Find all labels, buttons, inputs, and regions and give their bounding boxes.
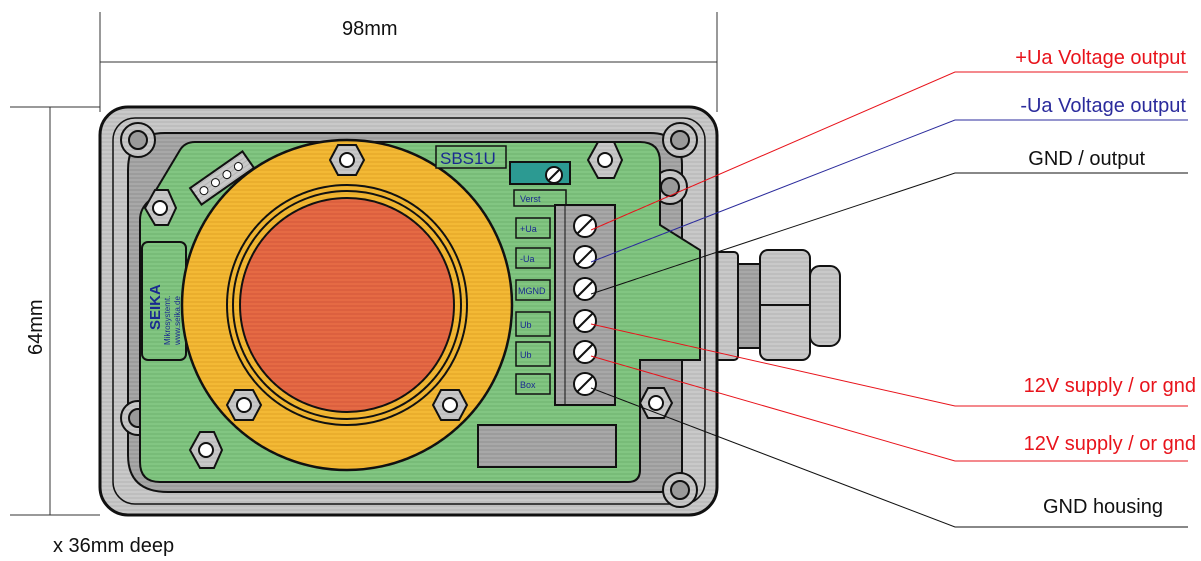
callout-ua-plus: +Ua Voltage output: [1015, 47, 1186, 69]
board-screw-top-right: [586, 141, 624, 179]
terminal-label-ub-1: Ub: [520, 320, 532, 330]
callout-ua-minus: -Ua Voltage output: [1020, 95, 1186, 117]
terminal-label-box: Box: [520, 380, 536, 390]
trim-label-box: [513, 189, 567, 207]
terminal-label-mgnd: MGND: [518, 286, 546, 296]
bottom-component: [477, 424, 617, 468]
board-screw-bottom-left: [188, 431, 224, 469]
board-screw-bottom-right: [638, 387, 674, 419]
terminal-label-ub-2: Ub: [520, 350, 532, 360]
corner-screw-top-right: [662, 122, 698, 158]
depth-label: x 36mm deep: [53, 535, 174, 557]
pin-header: [188, 150, 256, 206]
callout-gnd-output: GND / output: [1028, 148, 1145, 170]
callout-supply-2: 12V supply / or gnd: [1024, 433, 1196, 455]
brand-plate: SEIKA Mikrosystemt. www.seika.de: [141, 241, 187, 361]
height-dimension-label: 64mm: [25, 299, 47, 355]
terminal-screws: [573, 214, 597, 396]
terminal-labels: +Ua -Ua MGND Ub Ub Box: [515, 217, 551, 395]
brand-line-2: www.seika.de: [173, 296, 182, 346]
cable-gland: [702, 249, 841, 361]
callout-gnd-housing: GND housing: [1043, 496, 1163, 518]
brand-name: SEIKA: [147, 284, 164, 330]
corner-screw-top-left: [120, 122, 156, 158]
terminal-label-ua-minus: -Ua: [520, 254, 535, 264]
callout-lines: [590, 71, 1188, 528]
brand-line-1: Mikrosystemt.: [163, 296, 172, 345]
callout-supply-1: 12V supply / or gnd: [1024, 375, 1196, 397]
width-dimension-label: 98mm: [342, 18, 398, 40]
board-screw-left: [143, 189, 178, 226]
ring-screw-left: [225, 389, 263, 421]
model-label-box: [435, 145, 507, 169]
terminal-block: [554, 204, 616, 406]
trim-label: Verst: [520, 194, 541, 204]
ring-screw-right: [431, 389, 469, 421]
terminal-label-ua-plus: +Ua: [520, 224, 537, 234]
sensor-assembly: [180, 138, 514, 472]
model-label: SBS1U: [440, 149, 496, 168]
dimension-lines: [10, 12, 718, 516]
ring-screw-top: [328, 144, 366, 176]
trimmer-potentiometer: [509, 161, 571, 185]
